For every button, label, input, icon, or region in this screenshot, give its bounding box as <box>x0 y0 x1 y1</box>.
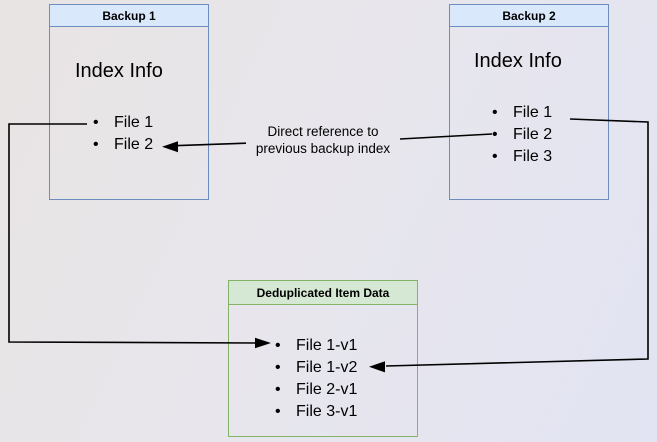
backup2-box: Backup 2 Index Info File 1 File 2 File 3 <box>449 4 609 200</box>
dedup-box: Deduplicated Item Data File 1-v1 File 1-… <box>228 280 418 437</box>
backup2-index-info-label: Index Info <box>474 50 562 72</box>
list-item: File 1 <box>92 112 153 134</box>
backup1-file-list: File 1 File 2 <box>92 112 153 156</box>
annotation-line1: Direct reference to <box>267 124 379 139</box>
list-item: File 2 <box>491 124 552 146</box>
direct-reference-annotation: Direct reference to previous backup inde… <box>228 124 418 157</box>
backup1-title: Backup 1 <box>102 8 156 23</box>
list-item: File 1-v1 <box>274 335 357 357</box>
dedup-header: Deduplicated Item Data <box>229 281 417 305</box>
backup2-title: Backup 2 <box>502 8 556 23</box>
list-item: File 2-v1 <box>274 379 357 401</box>
backup1-header: Backup 1 <box>50 5 208 27</box>
list-item: File 1-v2 <box>274 357 357 379</box>
dedup-file-list: File 1-v1 File 1-v2 File 2-v1 File 3-v1 <box>274 335 357 423</box>
backup1-index-info-label: Index Info <box>75 60 163 82</box>
list-item: File 3 <box>491 146 552 168</box>
list-item: File 3-v1 <box>274 401 357 423</box>
backup1-box: Backup 1 Index Info File 1 File 2 <box>49 4 209 200</box>
annotation-line2: previous backup index <box>255 140 391 156</box>
dedup-title: Deduplicated Item Data <box>256 285 390 300</box>
list-item: File 2 <box>92 134 153 156</box>
backup2-header: Backup 2 <box>450 5 608 27</box>
backup2-file-list: File 1 File 2 File 3 <box>491 102 552 168</box>
list-item: File 1 <box>491 102 552 124</box>
